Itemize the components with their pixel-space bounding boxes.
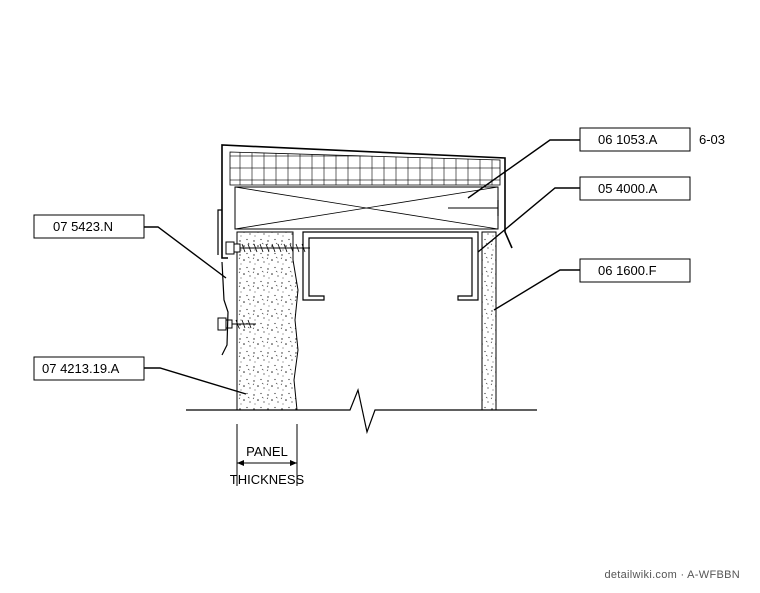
left-insulated-panel [236, 231, 299, 411]
upper-screw-fastener [225, 241, 310, 255]
callout-07-4213-19-a: 07 4213.19.A [33, 356, 145, 381]
callout-05-4000-a: 05 4000.A [579, 176, 691, 201]
lower-screw-fastener [217, 317, 256, 331]
callout-06-1600-f: 06 1600.F [579, 258, 691, 283]
callout-06-1600-f-label: 06 1600.F [598, 263, 657, 278]
panel-thickness-dimension: PANEL THICKNESS [230, 424, 305, 487]
ground-break-line [186, 387, 537, 435]
callout-06-1053-a-label: 06 1053.A [598, 132, 658, 147]
callout-07-4213-19-a-label: 07 4213.19.A [42, 361, 120, 376]
callout-06-1053-a: 06 1053.A 6-03 [579, 127, 725, 152]
leader-lines [144, 139, 580, 395]
dimension-line2: THICKNESS [230, 472, 305, 487]
callout-07-5423-n-label: 07 5423.N [53, 219, 113, 234]
roof-cover-board [229, 151, 501, 186]
callout-07-5423-n: 07 5423.N [33, 214, 145, 239]
steel-channel [302, 231, 479, 301]
source-footer: detailwiki.com · A-WFBBN [604, 569, 740, 581]
metal-coping [217, 144, 513, 259]
right-sheathing-panel [481, 231, 497, 411]
callout-05-4000-a-label: 05 4000.A [598, 181, 658, 196]
flashing-clip [221, 261, 229, 356]
wood-blocking [234, 186, 499, 230]
callout-06-1053-a-note: 6-03 [699, 132, 725, 147]
dimension-line1: PANEL [246, 444, 288, 459]
